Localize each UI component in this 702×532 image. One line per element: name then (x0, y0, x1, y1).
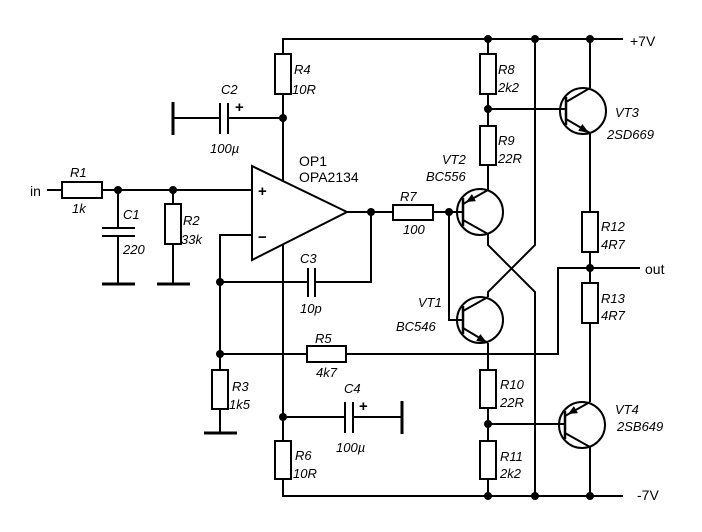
capacitor-c2[interactable] (219, 103, 229, 134)
capacitor-c3[interactable] (307, 268, 316, 297)
c2-ref: C2 (221, 82, 238, 97)
emitter-arrow-icon (476, 334, 487, 343)
vt3-part: 2SD669 (606, 127, 654, 142)
r4-ref: R4 (294, 62, 311, 77)
r1-ref: R1 (70, 165, 87, 180)
resistor-r7[interactable] (392, 204, 434, 221)
r11-value: 2k2 (499, 466, 522, 481)
vt4-ref: VT4 (615, 402, 639, 417)
vt4-part: 2SB649 (616, 419, 663, 434)
r9-ref: R9 (498, 133, 515, 148)
r11-ref: R11 (500, 449, 523, 464)
r12-ref: R12 (601, 219, 626, 234)
c2-polarity: + (235, 99, 244, 116)
junctions (114, 35, 594, 500)
resistor-r4[interactable] (274, 53, 292, 95)
r6-ref: R6 (295, 448, 312, 463)
resistor-r12[interactable] (581, 211, 599, 253)
vt2-ref: VT2 (442, 152, 467, 167)
c3-ref: C3 (300, 251, 317, 266)
r13-value: 4R7 (601, 308, 626, 323)
resistors (61, 53, 599, 480)
emitter-arrow-icon (578, 124, 589, 133)
transistor-vt2[interactable] (456, 188, 504, 236)
output-label: out (645, 261, 665, 277)
r8-value: 2k2 (497, 80, 520, 95)
capacitors (102, 103, 354, 433)
transistor-vt1[interactable] (456, 296, 504, 344)
resistor-r6[interactable] (274, 440, 292, 480)
emitter-arrow-icon (568, 406, 578, 414)
r7-ref: R7 (400, 189, 417, 204)
r10-ref: R10 (500, 377, 525, 392)
r2-ref: R2 (183, 213, 200, 228)
r7-value: 100 (403, 222, 425, 237)
resistor-r3[interactable] (211, 369, 229, 410)
c4-polarity: + (359, 398, 368, 415)
capacitor-c4[interactable] (344, 402, 354, 433)
r6-value: 10R (293, 466, 317, 481)
r2-value: 33k (181, 232, 203, 247)
vt1-part: BC546 (396, 319, 437, 334)
resistor-r9[interactable] (479, 125, 497, 166)
r3-value: 1k5 (229, 397, 251, 412)
resistor-r8[interactable] (479, 53, 497, 95)
r12-value: 4R7 (601, 237, 626, 252)
r5-value: 4k7 (316, 365, 338, 380)
c2-value: 100µ (210, 141, 239, 156)
vneg-label: -7V (637, 487, 659, 503)
wires (47, 38, 640, 497)
r9-value: 22R (497, 151, 522, 166)
ground-symbols (102, 102, 404, 435)
transistor-vt4[interactable] (558, 401, 606, 449)
resistor-r2[interactable] (164, 203, 182, 245)
resistor-r10[interactable] (479, 369, 497, 409)
c4-ref: C4 (344, 381, 361, 396)
transistor-vt3[interactable] (559, 87, 607, 135)
positive-rail (282, 38, 623, 54)
input-label: in (30, 183, 41, 199)
r8-ref: R8 (498, 62, 515, 77)
negative-rail (282, 479, 623, 497)
r4-value: 10R (292, 82, 316, 97)
r10-value: 22R (499, 395, 524, 410)
labels: in out +7V -7V OP1 OPA2134 + − R1 1k R2 … (30, 33, 665, 503)
resistor-r1[interactable] (61, 181, 103, 199)
emitter-arrow-icon (466, 194, 476, 202)
r1-value: 1k (72, 201, 87, 216)
c1-ref: C1 (123, 207, 140, 222)
resistor-r13[interactable] (581, 282, 599, 324)
r3-ref: R3 (232, 379, 249, 394)
c1-value: 220 (122, 242, 145, 257)
c3-value: 10p (300, 301, 322, 316)
resistor-r5[interactable] (306, 345, 347, 363)
c4-value: 100µ (336, 440, 365, 455)
capacitor-c1[interactable] (102, 227, 135, 237)
opamp-part: OPA2134 (299, 169, 359, 185)
opamp-op1[interactable] (251, 164, 350, 262)
opamp-minus-input: − (258, 229, 267, 246)
vt2-part: BC556 (426, 169, 467, 184)
opamp-ref: OP1 (299, 153, 327, 169)
resistor-r11[interactable] (479, 440, 497, 480)
r5-ref: R5 (315, 331, 332, 346)
vt1-ref: VT1 (418, 295, 442, 310)
vt3-ref: VT3 (615, 105, 640, 120)
r13-ref: R13 (601, 291, 626, 306)
vpos-label: +7V (630, 33, 656, 49)
opamp-plus-input: + (258, 183, 267, 200)
